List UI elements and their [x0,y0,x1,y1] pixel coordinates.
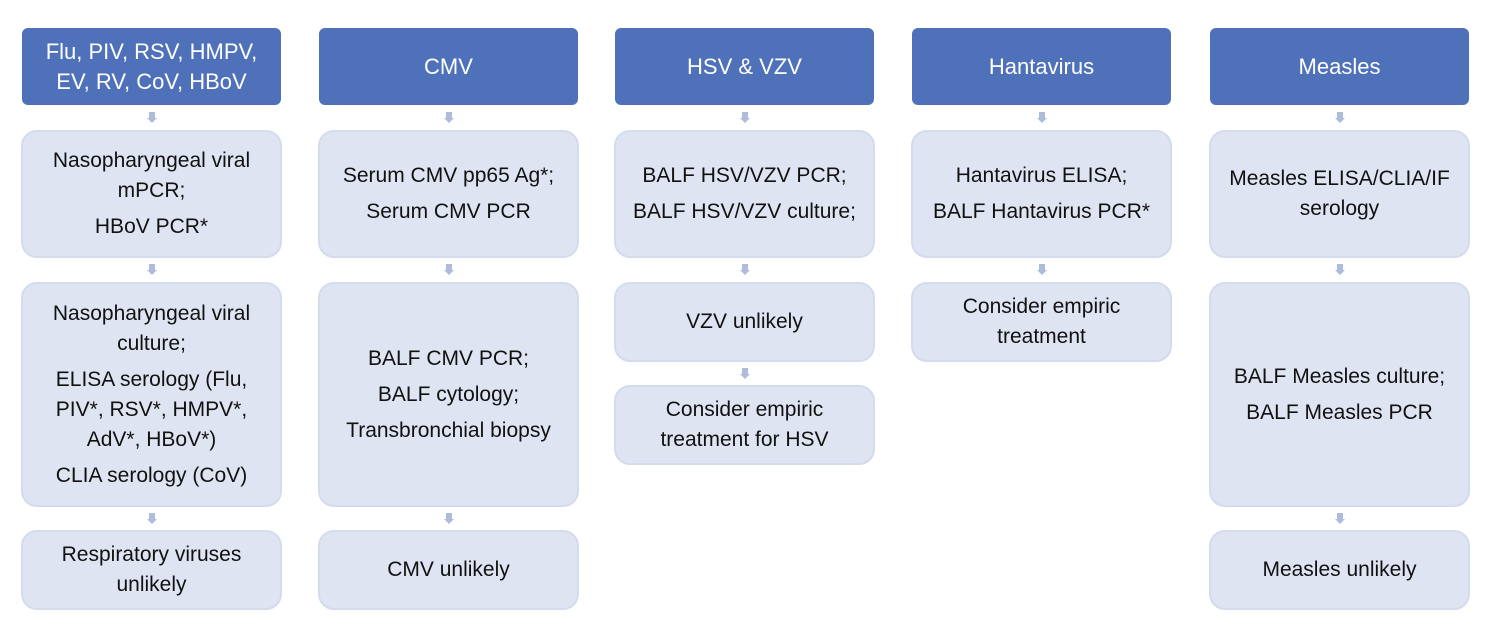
step-text: HBoV PCR* [94,215,209,238]
down-arrow-icon [1037,112,1047,124]
step-text: VZV unlikely [686,310,803,333]
down-arrow-icon [147,513,157,525]
step-text: unlikely [116,573,187,596]
step-text: Respiratory viruses [61,543,242,566]
step-text: Transbronchial biopsy [346,418,551,442]
down-arrow-icon [147,112,157,124]
step-item: Nasopharyngeal viral culture; [53,299,250,359]
down-arrow-icon [147,264,157,276]
step-text: BALF Measles culture; [1233,364,1446,388]
down-arrow-icon [740,112,750,124]
step-item: BALF cytology; [378,380,519,410]
step-item: BALF Measles PCR [1246,398,1433,428]
step-box: Nasopharyngeal viral mPCR; HBoV PCR* [21,130,282,258]
step-item: Consider empiric treatment [963,292,1121,352]
step-box: BALF HSV/VZV PCR; BALF HSV/VZV culture; [614,130,875,258]
step-box: BALF Measles culture; BALF Measles PCR [1209,282,1470,507]
step-box: VZV unlikely [614,282,875,362]
step-text: Serum CMV PCR [366,200,531,223]
down-arrow-icon [444,513,454,525]
step-text: BALF cytology; [377,382,520,406]
step-item: BALF HSV/VZV PCR; [642,161,846,191]
step-item: Measles unlikely [1262,555,1416,585]
step-box: Respiratory viruses unlikely [21,530,282,610]
down-arrow-icon [1335,264,1345,276]
down-arrow-icon [1335,112,1345,124]
step-text: Measles unlikely [1262,558,1417,581]
down-arrow-icon [740,368,750,380]
step-item: VZV unlikely [686,307,803,337]
step-text: treatment for HSV [660,428,829,451]
header-measles: Measles [1210,28,1469,105]
step-item: Nasopharyngeal viral mPCR; [53,146,250,206]
header-line: Flu, PIV, RSV, HMPV, [45,38,258,64]
header-line: Measles [1298,53,1381,79]
step-box: Serum CMV pp65 Ag*; Serum CMV PCR [318,130,579,258]
header-line: CMV [424,53,473,79]
step-text: Nasopharyngeal viral [52,301,251,325]
step-text: CMV unlikely [387,558,510,581]
header-hsv-vzv: HSV & VZV [615,28,874,105]
header-hantavirus: Hantavirus [912,28,1171,105]
header-line: HSV & VZV [687,53,802,79]
down-arrow-icon [444,264,454,276]
step-text: Consider empiric [962,295,1121,318]
step-text: mPCR; [117,179,186,202]
step-item: BALF HSV/VZV culture; [633,197,856,227]
step-text: BALF Measles PCR [1246,400,1433,424]
step-box: Nasopharyngeal viral culture; ELISA serolo… [21,282,282,507]
step-text: CLIA serology (CoV) [55,463,248,487]
step-text: serology [1299,197,1380,220]
step-box: CMV unlikely [318,530,579,610]
step-item: Respiratory viruses unlikely [62,540,242,600]
step-box: Hantavirus ELISA; BALF Hantavirus PCR* [911,130,1172,258]
step-text: Consider empiric [665,398,824,421]
step-text: BALF CMV PCR; [367,346,530,370]
step-text: Nasopharyngeal viral [52,149,251,172]
step-text: AdV*, HBoV*) [86,427,217,451]
step-item: Serum CMV pp65 Ag*; [343,161,554,191]
header-line: EV, RV, CoV, HBoV [56,68,247,94]
step-text: BALF HSV/VZV culture; [633,200,856,223]
step-text: BALF HSV/VZV PCR; [642,164,847,187]
step-item: Hantavirus ELISA; [956,161,1128,191]
step-item: Serum CMV PCR [366,197,531,227]
step-item: CLIA serology (CoV) [56,461,247,491]
down-arrow-icon [1037,264,1047,276]
step-box: Measles ELISA/CLIA/IF serology [1209,130,1470,258]
step-item: CMV unlikely [387,555,510,585]
down-arrow-icon [444,112,454,124]
step-item: Transbronchial biopsy [346,416,551,446]
step-text: BALF Hantavirus PCR* [932,200,1151,223]
step-text: culture; [117,331,186,355]
step-item: ELISA serology (Flu, PIV*, RSV*, HMPV*, Ad… [56,365,247,455]
header-flu-piv-rsv-hmpv-ev-rv-cov-hbov: Flu, PIV, RSV, HMPV, EV, RV, CoV, HBoV [22,28,281,105]
down-arrow-icon [740,264,750,276]
step-item: BALF Measles culture; [1234,362,1445,392]
step-text: ELISA serology (Flu, [55,367,248,391]
step-text: PIV*, RSV*, HMPV*, [55,397,248,421]
header-cmv: CMV [319,28,578,105]
step-box: Consider empiric treatment for HSV [614,385,875,465]
step-box: Measles unlikely [1209,530,1470,610]
step-text: Measles ELISA/CLIA/IF [1229,167,1450,190]
step-text: treatment [997,325,1086,348]
step-box: Consider empiric treatment [911,282,1172,362]
step-item: Measles ELISA/CLIA/IF serology [1229,164,1450,224]
step-item: HBoV PCR* [95,212,208,242]
step-item: BALF Hantavirus PCR* [933,197,1150,227]
step-item: Consider empiric treatment for HSV [660,395,828,455]
header-line: Hantavirus [988,53,1095,79]
step-box: BALF CMV PCR; BALF cytology; Transbronchia… [318,282,579,507]
step-item: BALF CMV PCR; [368,344,529,374]
step-text: Serum CMV pp65 Ag*; [342,164,555,187]
down-arrow-icon [1335,513,1345,525]
step-text: Hantavirus ELISA; [955,164,1128,187]
